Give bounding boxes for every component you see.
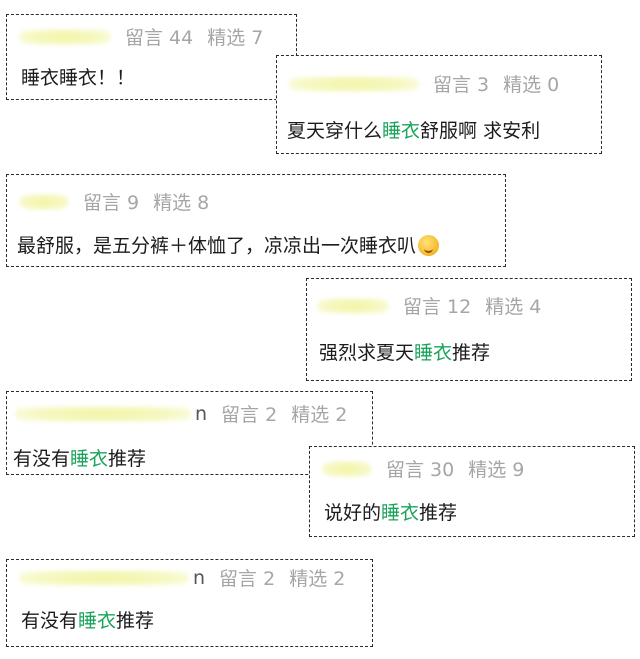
highlight-keyword: 睡衣 bbox=[70, 448, 109, 470]
blurred-username bbox=[19, 28, 111, 45]
comment-text: 有没有睡衣推荐 bbox=[21, 610, 155, 632]
reply-count: 留言 9 bbox=[83, 192, 140, 214]
pick-count: 精选 9 bbox=[468, 459, 525, 481]
highlight-keyword: 睡衣 bbox=[382, 120, 421, 142]
comment-card: n 留言 2 精选 2 有没有睡衣推荐 bbox=[6, 559, 373, 647]
blurred-username bbox=[317, 297, 389, 314]
comment-card: 留言 12 精选 4 强烈求夏天睡衣推荐 bbox=[306, 278, 632, 381]
comment-meta: 留言 9 精选 8 bbox=[19, 188, 209, 215]
blurred-username bbox=[322, 460, 372, 477]
comment-meta: 留言 44 精选 7 bbox=[19, 23, 263, 50]
pick-count: 精选 8 bbox=[153, 192, 210, 214]
comment-text: 强烈求夏天睡衣推荐 bbox=[319, 342, 491, 364]
comment-card: 留言 44 精选 7 睡衣睡衣！！ bbox=[6, 14, 297, 100]
comment-text: 夏天穿什么睡衣舒服啊 求安利 bbox=[287, 120, 541, 142]
comment-text: 最舒服，是五分裤＋体恤了，凉凉出一次睡衣叭 bbox=[17, 231, 440, 258]
reply-count: 留言 2 bbox=[221, 404, 278, 426]
comment-card: n 留言 2 精选 2 有没有睡衣推荐 bbox=[6, 391, 373, 475]
highlight-keyword: 睡衣 bbox=[78, 610, 117, 632]
comment-meta: 留言 3 精选 0 bbox=[289, 70, 559, 97]
pick-count: 精选 7 bbox=[207, 27, 264, 49]
pick-count: 精选 2 bbox=[289, 568, 346, 590]
comment-meta: 留言 30 精选 9 bbox=[322, 455, 524, 482]
comment-meta: n 留言 2 精选 2 bbox=[19, 564, 345, 591]
comment-text: 有没有睡衣推荐 bbox=[13, 448, 147, 470]
username-tail: n bbox=[195, 402, 208, 425]
pick-count: 精选 4 bbox=[485, 296, 542, 318]
pick-count: 精选 0 bbox=[503, 74, 560, 96]
pick-count: 精选 2 bbox=[291, 404, 348, 426]
highlight-keyword: 睡衣 bbox=[381, 502, 420, 524]
blurred-username bbox=[15, 405, 191, 422]
highlight-keyword: 睡衣 bbox=[414, 342, 453, 364]
comment-text: 说好的睡衣推荐 bbox=[324, 502, 458, 524]
thinking-face-emoji bbox=[418, 235, 440, 256]
reply-count: 留言 44 bbox=[125, 27, 194, 49]
comment-meta: n 留言 2 精选 2 bbox=[15, 400, 347, 427]
comment-card: 留言 9 精选 8 最舒服，是五分裤＋体恤了，凉凉出一次睡衣叭 bbox=[6, 174, 506, 267]
comment-meta: 留言 12 精选 4 bbox=[317, 292, 541, 319]
reply-count: 留言 3 bbox=[433, 74, 490, 96]
blurred-username bbox=[19, 569, 189, 586]
comment-card: 留言 3 精选 0 夏天穿什么睡衣舒服啊 求安利 bbox=[276, 55, 602, 154]
comment-text: 睡衣睡衣！！ bbox=[21, 67, 136, 89]
blurred-username bbox=[289, 75, 419, 92]
reply-count: 留言 30 bbox=[386, 459, 455, 481]
reply-count: 留言 2 bbox=[219, 568, 276, 590]
reply-count: 留言 12 bbox=[403, 296, 472, 318]
username-tail: n bbox=[193, 566, 206, 589]
blurred-username bbox=[19, 193, 69, 210]
comment-card: 留言 30 精选 9 说好的睡衣推荐 bbox=[309, 446, 635, 537]
